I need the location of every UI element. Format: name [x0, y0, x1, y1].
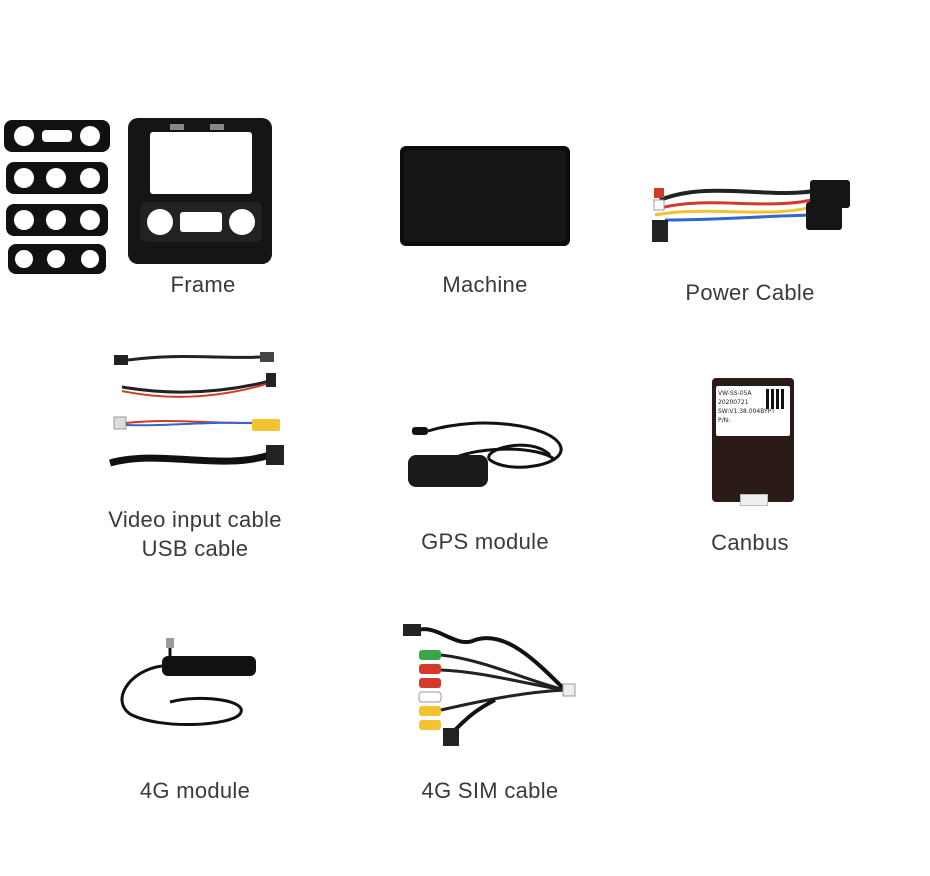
frame-image — [4, 118, 272, 274]
climate-panel-3 — [6, 204, 108, 236]
qr-code-icon — [766, 389, 786, 409]
power-cable-label: Power Cable — [685, 280, 815, 305]
frame-product: Frame — [0, 110, 280, 297]
canbus-sticker-line: SW:V1.38.004BYPT — [718, 408, 775, 415]
climate-panel-1 — [4, 120, 110, 152]
canbus-sticker: VW-SS-05A 20200721 SW:V1.38.004BYPT P/N: — [716, 386, 790, 436]
canbus-sticker-line: VW-SS-05A — [718, 390, 752, 397]
climate-panel-2 — [6, 162, 108, 194]
video-usb-cable-image — [109, 352, 284, 467]
canbus-sticker-line: 20200721 — [718, 399, 749, 406]
4g-module-label: 4G module — [139, 778, 251, 803]
climate-panel-4 — [8, 244, 106, 274]
canbus-sticker-line: P/N: — [718, 417, 731, 424]
4g-antenna-image — [120, 638, 256, 727]
canbus-box: VW-SS-05A 20200721 SW:V1.38.004BYPT P/N: — [712, 378, 794, 506]
4g-sim-cable-label: 4G SIM cable — [421, 778, 559, 803]
machine-product: Machine — [380, 130, 590, 310]
video-usb-product: Video input cable USB cable — [80, 345, 310, 565]
usb-cable-label: USB cable — [141, 536, 249, 561]
canbus-connector — [740, 494, 768, 506]
machine-label: Machine — [442, 272, 528, 297]
frame-label: Frame — [170, 272, 236, 297]
power-cable-product: Power Cable — [630, 160, 870, 310]
dash-frame — [128, 118, 272, 264]
4g-sim-cable-product: 4G SIM cable — [395, 610, 585, 810]
gps-module-image — [408, 421, 563, 487]
video-input-label: Video input cable — [108, 507, 282, 532]
power-cable-image — [652, 180, 850, 242]
canbus-label: Canbus — [711, 530, 789, 555]
rca-connectors — [418, 650, 442, 730]
gps-module-label: GPS module — [421, 529, 549, 554]
machine-screen-image — [400, 146, 570, 246]
canbus-product: VW-SS-05A 20200721 SW:V1.38.004BYPT P/N:… — [690, 378, 810, 568]
4g-module-product: 4G module — [110, 630, 280, 810]
gps-module-product: GPS module — [390, 405, 580, 565]
4g-sim-cable-image — [403, 624, 576, 746]
